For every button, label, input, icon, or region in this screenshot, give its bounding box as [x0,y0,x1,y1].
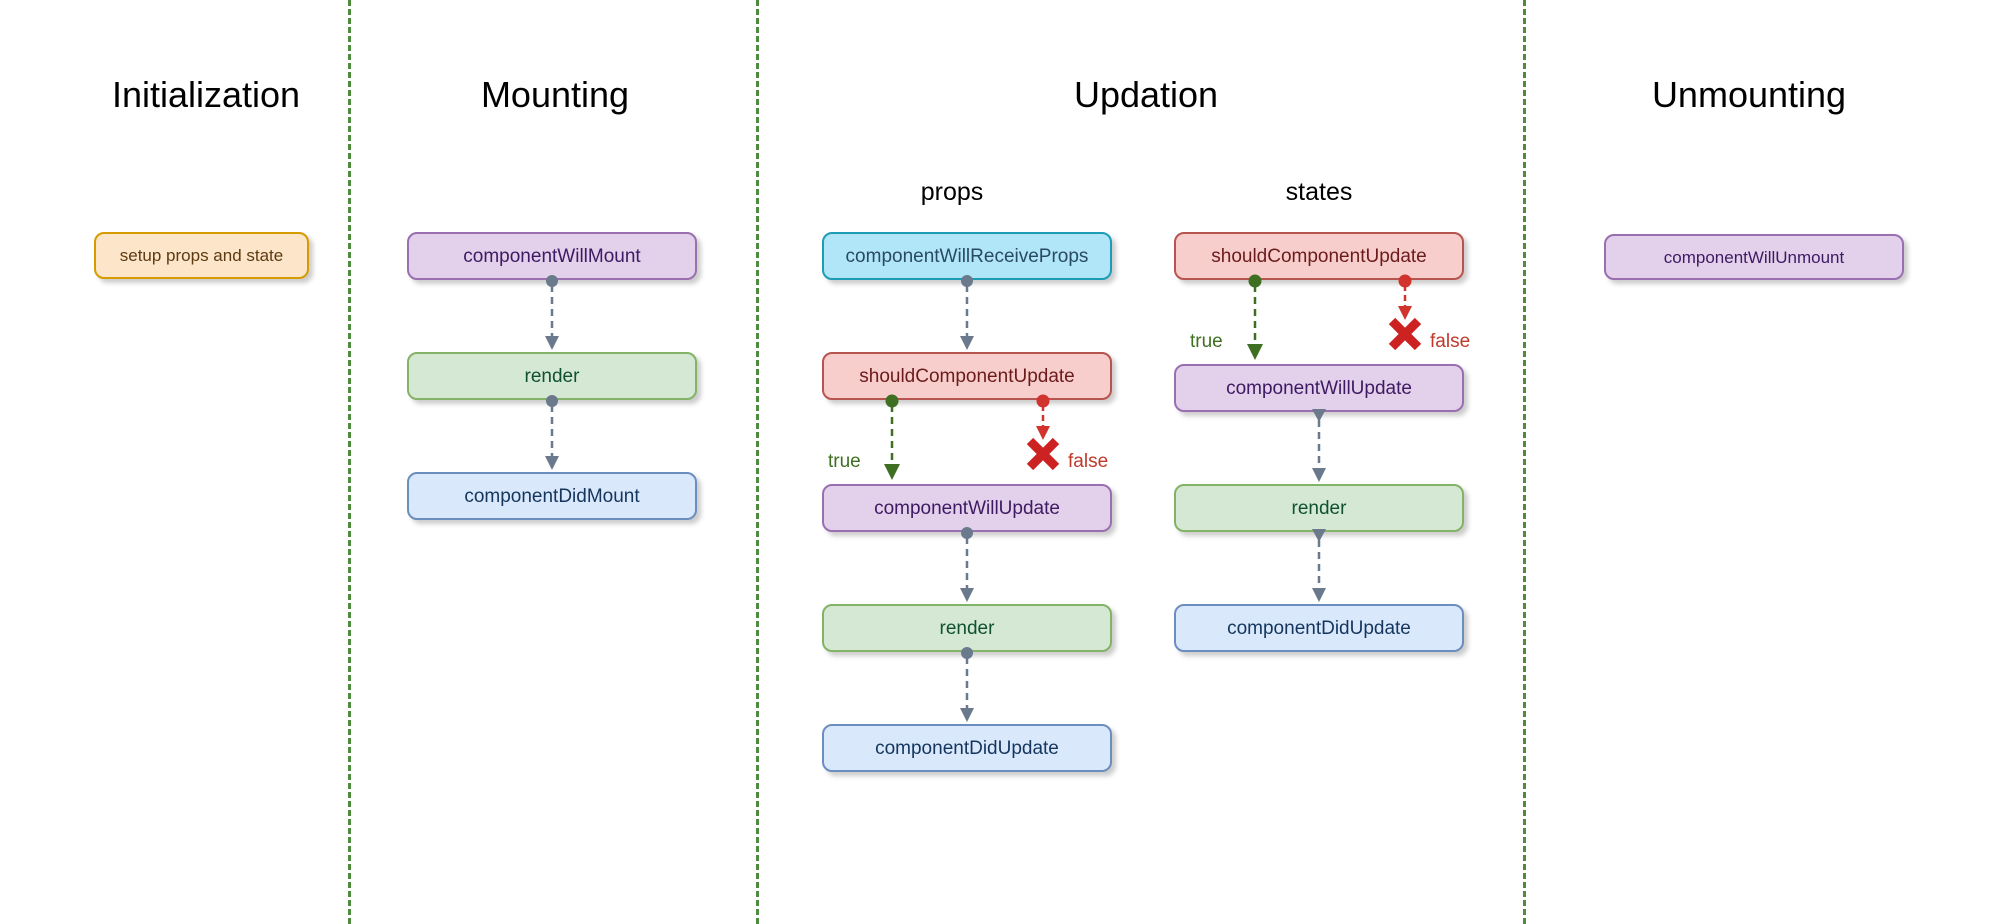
node-component-will-mount[interactable]: componentWillMount [407,232,697,280]
connector-props-false-branch [1028,394,1058,446]
stop-x-icon-states [1384,313,1426,360]
connector-will-mount-to-render [537,275,567,354]
node-component-will-receive-props[interactable]: componentWillReceiveProps [822,232,1112,280]
node-component-will-update-props[interactable]: componentWillUpdate [822,484,1112,532]
subcolumn-title-props: props [920,178,984,206]
branch-label-states-false: false [1430,331,1471,352]
phase-title-updation: Updation [1073,74,1219,115]
subcolumn-title-states: states [1285,178,1353,206]
node-component-will-unmount[interactable]: componentWillUnmount [1604,234,1904,280]
connector-props-will-update-to-render [952,527,982,606]
node-render-states[interactable]: render [1174,484,1464,532]
node-render-mounting[interactable]: render [407,352,697,400]
node-render-props[interactable]: render [822,604,1112,652]
node-setup-props-and-state[interactable]: setup props and state [94,232,309,279]
connector-states-render-to-did-update [1304,528,1334,606]
branch-label-props-true: true [828,451,861,472]
connector-states-will-update-to-render [1304,408,1334,486]
divider-mounting-updation [756,0,759,924]
phase-title-initialization: Initialization [111,74,301,115]
node-component-will-update-states[interactable]: componentWillUpdate [1174,364,1464,412]
connector-render-to-did-mount [537,395,567,474]
connector-states-false-branch [1390,274,1420,326]
connector-states-true-branch [1240,274,1270,364]
node-should-component-update-props[interactable]: shouldComponentUpdate [822,352,1112,400]
branch-label-props-false: false [1068,451,1109,472]
phase-title-unmounting: Unmounting [1651,74,1847,115]
node-component-did-update-props[interactable]: componentDidUpdate [822,724,1112,772]
connector-will-receive-props-to-should-update [952,275,982,354]
divider-updation-unmounting [1523,0,1526,924]
connector-props-render-to-did-update [952,647,982,726]
stop-x-icon-props [1022,433,1064,480]
node-component-did-mount[interactable]: componentDidMount [407,472,697,520]
branch-label-states-true: true [1190,331,1223,352]
node-component-did-update-states[interactable]: componentDidUpdate [1174,604,1464,652]
connector-props-true-branch [877,394,907,484]
node-should-component-update-states[interactable]: shouldComponentUpdate [1174,232,1464,280]
phase-title-mounting: Mounting [480,74,630,115]
divider-initialization-mounting [348,0,351,924]
